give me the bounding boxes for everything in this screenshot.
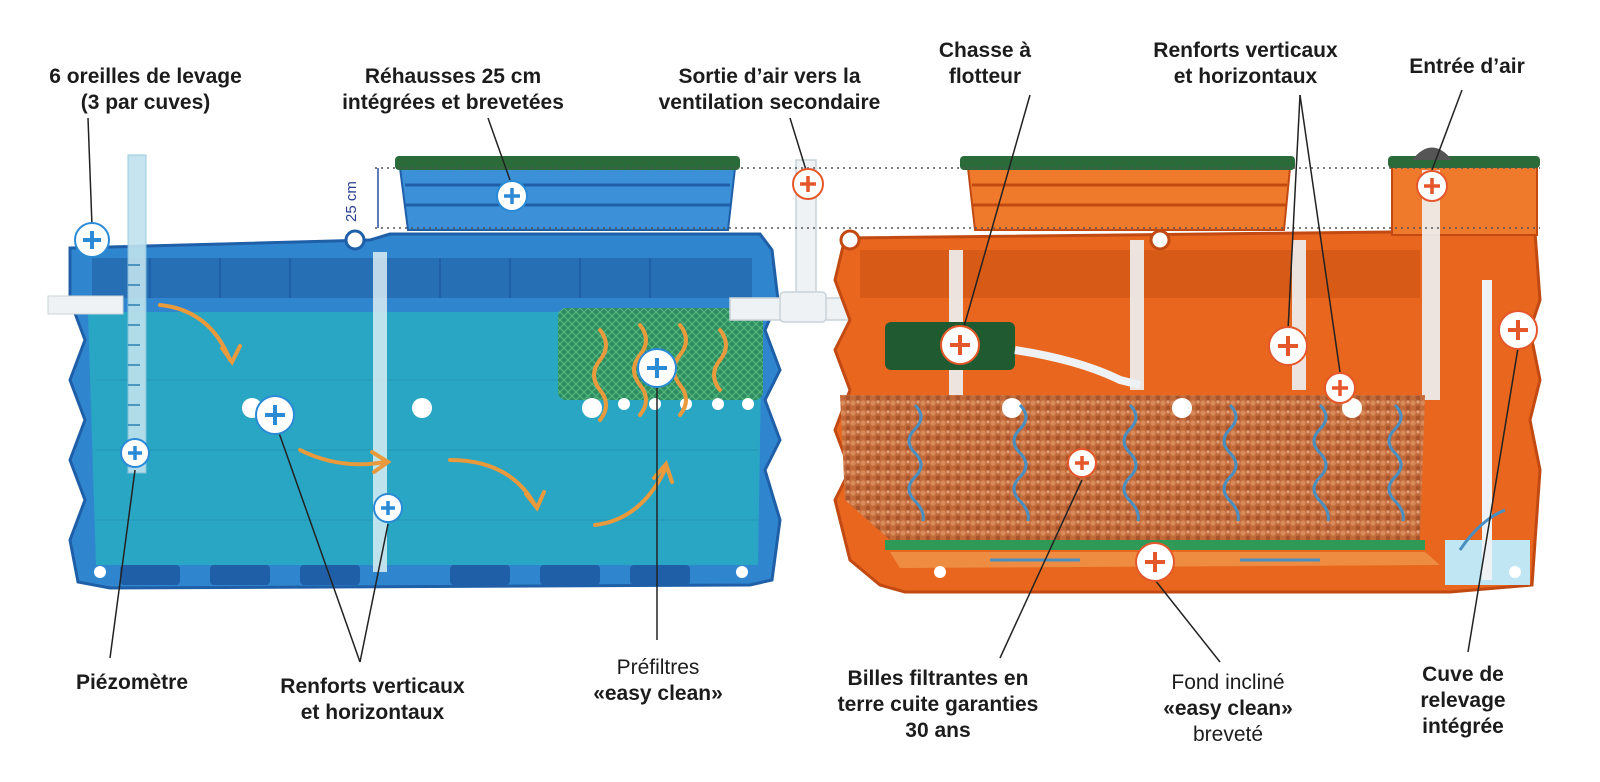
marker-filter-beads[interactable]	[1067, 448, 1097, 478]
label-lifting-ears-line2: (3 par cuves)	[80, 91, 211, 114]
label-prefilters-line1: Préfiltres	[616, 656, 700, 679]
label-prefilters-line2: «easy clean»	[593, 682, 723, 705]
marker-piezometer[interactable]	[120, 438, 150, 468]
label-reinforcements-top-line2: et horizontaux	[1173, 65, 1318, 88]
marker-pump-tank[interactable]	[1498, 310, 1538, 350]
label-reinforcements-top: Renforts verticaux et horizontaux	[1128, 38, 1363, 90]
label-sloped-bottom-line1: Fond incliné	[1171, 671, 1285, 694]
dimension-label: 25 cm	[343, 181, 360, 222]
marker-reinforcements-column[interactable]	[373, 493, 403, 523]
label-piezometer: Piézomètre	[52, 670, 212, 696]
marker-flush[interactable]	[940, 325, 980, 365]
marker-prefilters[interactable]	[637, 348, 677, 388]
label-prefilters: Préfiltres «easy clean»	[578, 655, 738, 707]
marker-air-inlet[interactable]	[1416, 170, 1448, 202]
label-reinforcements-bottom: Renforts verticaux et horizontaux	[255, 674, 490, 726]
label-flush-line2: flotteur	[948, 65, 1022, 88]
label-filter-beads-line3: 30 ans	[905, 719, 971, 742]
marker-riser[interactable]	[496, 180, 528, 212]
label-sloped-bottom-line3: breveté	[1192, 723, 1264, 746]
label-pump-tank: Cuve de relevage intégrée	[1398, 662, 1528, 740]
label-lifting-ears-line1: 6 oreilles de levage	[49, 65, 242, 88]
filter-tank-orange	[833, 147, 1542, 594]
label-air-inlet: Entrée d’air	[1392, 54, 1542, 80]
label-flush-line1: Chasse à	[938, 39, 1032, 62]
label-filter-beads-line2: terre cuite garanties	[837, 693, 1039, 716]
label-pump-tank-line1: Cuve de	[1422, 663, 1504, 686]
label-filter-beads: Billes filtrantes en terre cuite garanti…	[818, 666, 1058, 744]
label-filter-beads-line1: Billes filtrantes en	[847, 667, 1029, 690]
markers	[74, 168, 1538, 582]
marker-reinforcements-right-a[interactable]	[1268, 326, 1308, 366]
marker-reinforcements-right-b[interactable]	[1324, 372, 1356, 404]
label-risers-line1: Réhausses 25 cm	[364, 65, 542, 88]
label-pump-tank-line3: intégrée	[1422, 715, 1504, 738]
dimension-lines	[375, 167, 1540, 229]
label-sloped-bottom: Fond incliné «easy clean» breveté	[1143, 670, 1313, 748]
label-air-outlet: Sortie d’air vers la ventilation seconda…	[632, 64, 907, 116]
label-pump-tank-line2: relevage	[1420, 689, 1506, 712]
label-piezometer-line1: Piézomètre	[75, 671, 189, 694]
label-reinforcements-bottom-line2: et horizontaux	[300, 701, 445, 724]
label-air-outlet-line2: ventilation secondaire	[658, 91, 881, 114]
label-reinforcements-bottom-line1: Renforts verticaux	[280, 675, 465, 698]
percolation-arrows	[907, 403, 1506, 562]
label-lifting-ears: 6 oreilles de levage (3 par cuves)	[28, 64, 263, 116]
marker-air-outlet[interactable]	[792, 168, 824, 200]
marker-reinforcements-left[interactable]	[255, 395, 295, 435]
leader-lines	[87, 89, 1519, 663]
label-flush: Chasse à flotteur	[915, 38, 1055, 90]
label-air-inlet-line1: Entrée d’air	[1409, 55, 1525, 78]
label-reinforcements-top-line1: Renforts verticaux	[1153, 39, 1338, 62]
label-sloped-bottom-line2: «easy clean»	[1163, 697, 1293, 720]
marker-sloped-bottom[interactable]	[1135, 542, 1175, 582]
label-risers-line2: intégrées et brevetées	[342, 91, 564, 114]
marker-lifting-ears[interactable]	[74, 222, 110, 258]
label-air-outlet-line1: Sortie d’air vers la	[678, 65, 861, 88]
label-risers: Réhausses 25 cm intégrées et brevetées	[318, 64, 588, 116]
